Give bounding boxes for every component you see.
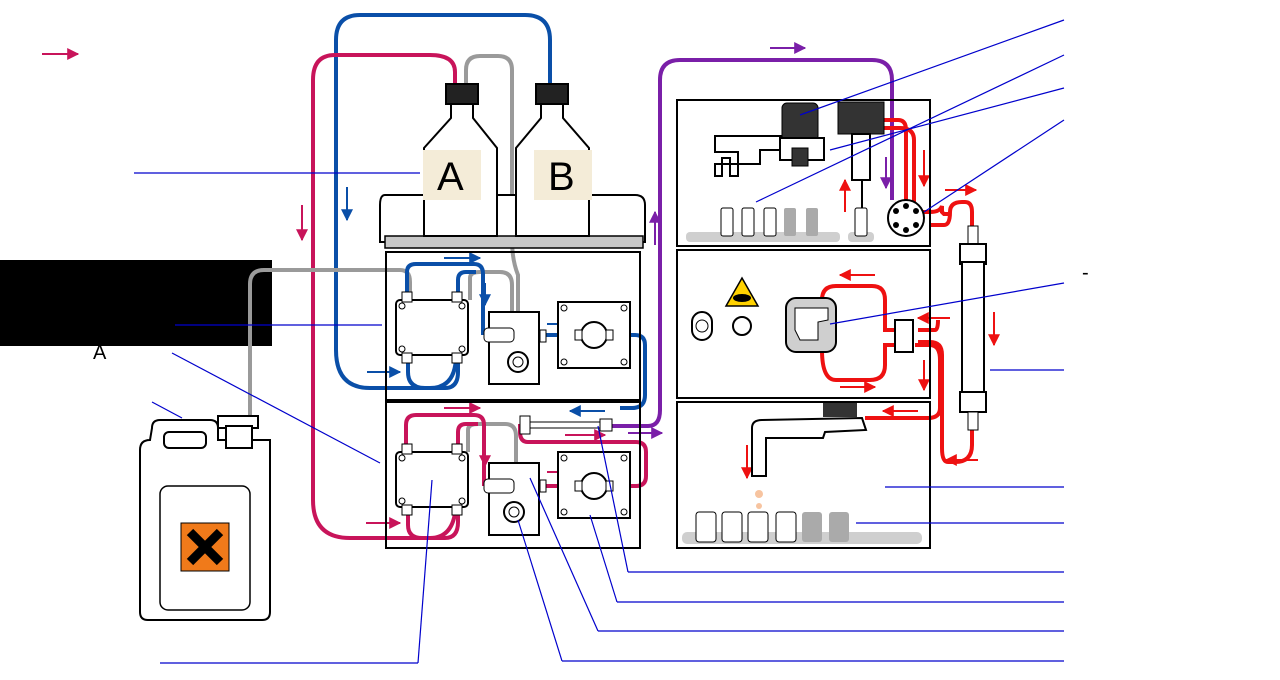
collection-vials bbox=[695, 511, 849, 543]
solvent-a-tubing bbox=[311, 53, 458, 540]
pump-a-loop-tubing bbox=[404, 413, 486, 540]
bottle-b-label-plate bbox=[534, 150, 592, 200]
bottle-b-label: B bbox=[548, 155, 575, 199]
fraction-collector-module bbox=[676, 401, 931, 549]
bottle-a-label-plate bbox=[423, 150, 481, 200]
hazard-icon bbox=[180, 522, 230, 572]
sample-vials bbox=[720, 207, 868, 237]
waste-tubing-bottles bbox=[464, 54, 520, 360]
waste-canister bbox=[139, 415, 271, 621]
dash-mark: - bbox=[1082, 262, 1089, 284]
autosampler-module bbox=[676, 99, 931, 247]
uv-warning-icon bbox=[724, 276, 760, 307]
pump-a-module bbox=[385, 401, 641, 549]
waste-tubing-canister bbox=[240, 268, 412, 422]
pump-b-loop-tubing bbox=[405, 262, 485, 390]
hplc-column bbox=[959, 225, 987, 431]
mixed-solvent-tubing bbox=[612, 58, 894, 428]
solvent-b-tubing bbox=[334, 13, 552, 390]
pump-b-module bbox=[385, 251, 641, 401]
sample-tubing-detector-loop bbox=[820, 284, 895, 382]
bottle-a-label: A bbox=[437, 155, 464, 199]
solvent-bottle-b: B bbox=[515, 83, 592, 237]
solvent-tray bbox=[379, 194, 646, 249]
pump-a-outlet-tubing bbox=[518, 424, 648, 488]
solvent-bottle-a: A bbox=[423, 83, 498, 237]
redacted-label-box bbox=[0, 260, 272, 346]
detector-module bbox=[676, 249, 931, 399]
sample-tubing-fraction bbox=[865, 319, 942, 420]
waste-tubing-pump-a bbox=[466, 422, 518, 470]
leader-lines bbox=[134, 19, 1065, 664]
waste-tubing-pump-b bbox=[468, 270, 514, 360]
solvent-a-caption: A bbox=[93, 342, 107, 364]
sample-tubing-column-in bbox=[930, 200, 974, 227]
sample-tubing-column-out bbox=[918, 340, 974, 464]
